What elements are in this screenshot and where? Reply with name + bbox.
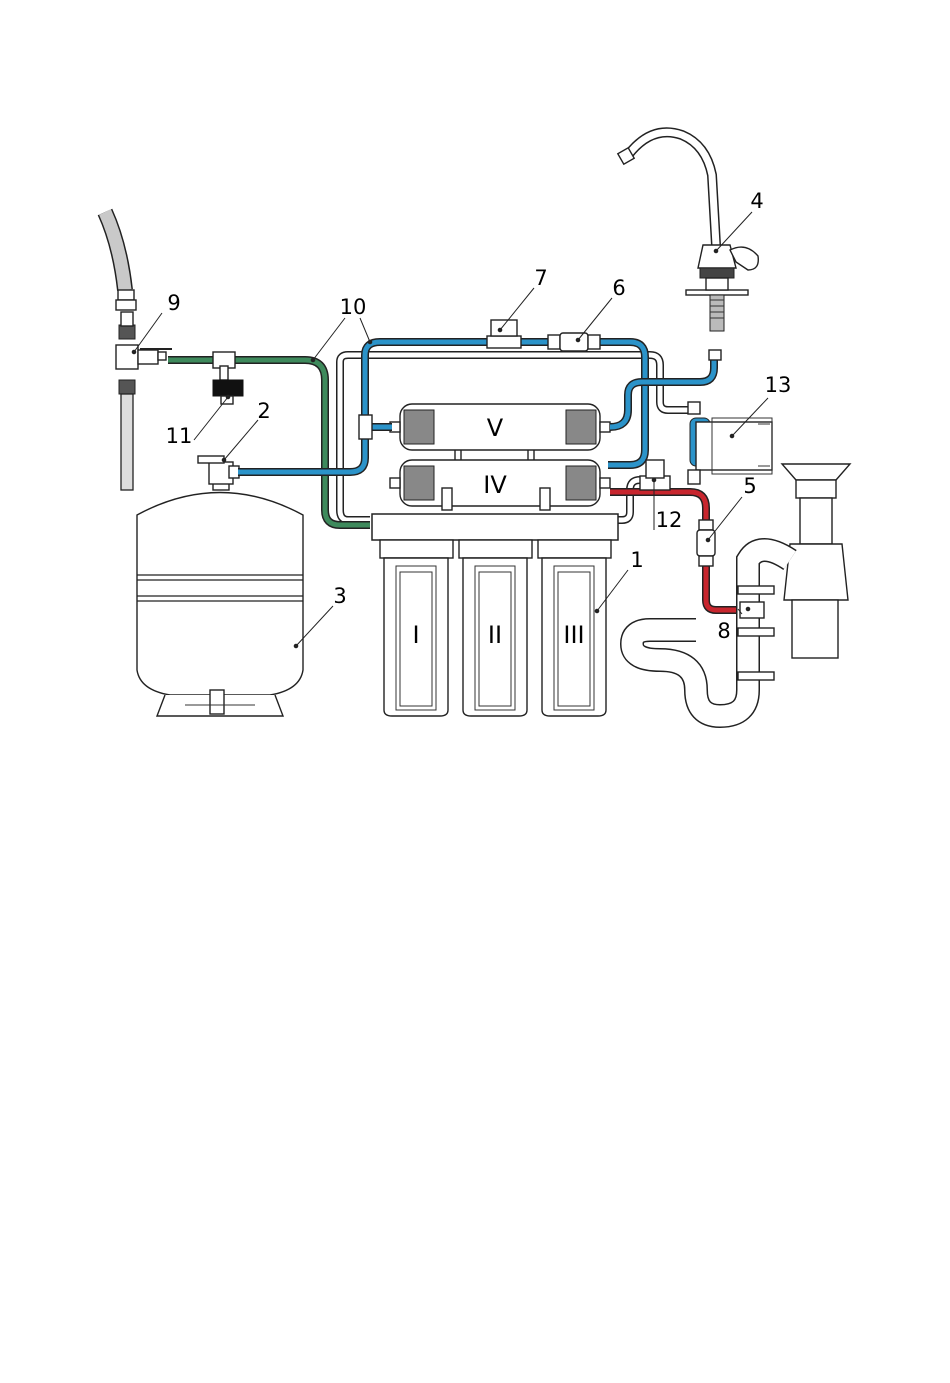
callout-10: 10 [340,295,367,319]
stage-label-3: III [563,621,584,649]
callout-4: 4 [750,189,763,213]
check-valve [548,333,600,351]
callout-12: 12 [656,508,683,532]
sink-drain-siphon [632,464,850,716]
callout-13: 13 [765,373,792,397]
stage-label-5: V [487,414,504,442]
prefilter-housings [372,514,618,716]
stage-label-2: II [488,621,502,649]
callout-8: 8 [717,619,730,643]
callout-6: 6 [612,276,625,300]
callout-2: 2 [257,399,270,423]
callout-1: 1 [630,548,643,572]
stage-label-4: IV [483,471,507,499]
clean-water-faucet [618,132,758,360]
cold-water-supply-hose [105,212,172,490]
callout-9: 9 [167,291,180,315]
stage-label-1: I [412,621,419,649]
callout-5: 5 [743,474,756,498]
storage-tank [137,493,303,717]
drain-pump [688,402,772,484]
callout-3: 3 [333,584,346,608]
callout-11: 11 [166,424,193,448]
flow-restrictor-valve [487,320,521,348]
callout-7: 7 [534,266,547,290]
tank-valve [198,456,239,490]
